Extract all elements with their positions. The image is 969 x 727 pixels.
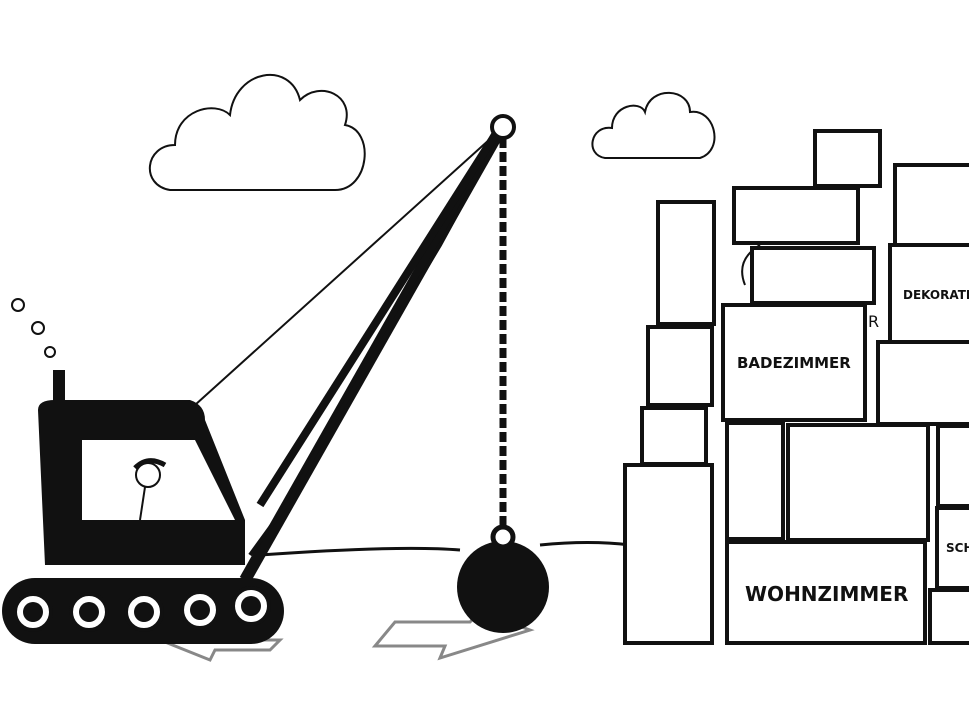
cloud-right: [591, 91, 716, 159]
crane-boom: [194, 127, 506, 583]
pulley: [490, 114, 516, 140]
box-label-decoration: DEKORATI: [903, 288, 969, 302]
crane-tracks: [2, 578, 284, 644]
box-label-bathroom: BADEZIMMER: [737, 354, 851, 372]
grass-line: [259, 541, 631, 557]
cloud-left: [148, 73, 366, 191]
box-stack: [623, 129, 969, 645]
box-label-living-room: WOHNZIMMER: [745, 582, 909, 606]
crane-cab: [38, 370, 245, 565]
box-label-bedroom: SCH: [946, 541, 969, 555]
box-label-partial: R: [868, 312, 880, 331]
smoke-puffs: [11, 298, 56, 358]
wrecking-ball: [457, 541, 549, 633]
